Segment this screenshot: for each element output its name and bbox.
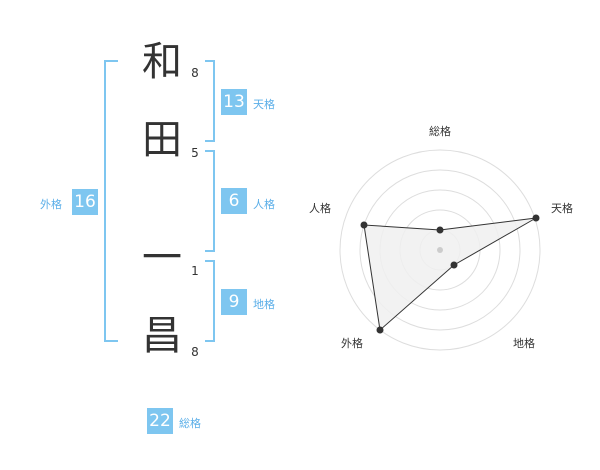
tenkaku-label: 天格 (253, 98, 275, 111)
tenkaku-value-badge: 13 (221, 89, 247, 115)
stroke-count-3: 1 (191, 264, 199, 278)
radar-grid-ring-5 (339, 149, 541, 351)
gaikaku-value-badge: 16 (72, 189, 98, 215)
chikaku-bracket (205, 260, 215, 342)
name-char-4: 昌 (142, 313, 182, 359)
radar-point-soukaku (436, 226, 444, 234)
radar-point-tenkaku (532, 214, 540, 222)
radar-point-jinkaku (360, 221, 368, 229)
radar-center-dot (437, 247, 443, 253)
gaikaku-label: 外格 (40, 198, 62, 211)
radar-label-left: 人格 (309, 201, 331, 215)
soukaku-value-badge: 22 (147, 408, 173, 434)
radar-point-gaikaku (376, 326, 384, 334)
radar-score-area (363, 217, 537, 331)
name-char-2: 田 (142, 117, 182, 163)
chikaku-label: 地格 (253, 298, 275, 311)
radar-label-lower-left: 外格 (341, 336, 363, 350)
name-char-3: 一 (142, 235, 182, 281)
radar-label-right: 天格 (551, 201, 573, 215)
stroke-count-4: 8 (191, 345, 199, 359)
gaikaku-bracket (104, 60, 118, 342)
radar-point-chikaku (450, 261, 458, 269)
radar-label-top: 総格 (429, 124, 451, 138)
chikaku-value-badge: 9 (221, 289, 247, 315)
jinkaku-value-badge: 6 (221, 188, 247, 214)
soukaku-label: 総格 (179, 417, 201, 430)
tenkaku-bracket (205, 60, 215, 142)
name-char-1: 和 (142, 39, 182, 85)
stroke-count-2: 5 (191, 146, 199, 160)
jinkaku-bracket (205, 150, 215, 252)
jinkaku-label: 人格 (253, 198, 275, 211)
stroke-count-1: 8 (191, 66, 199, 80)
radar-grid-ring-4 (359, 169, 521, 331)
radar-label-lower-right: 地格 (513, 336, 535, 350)
